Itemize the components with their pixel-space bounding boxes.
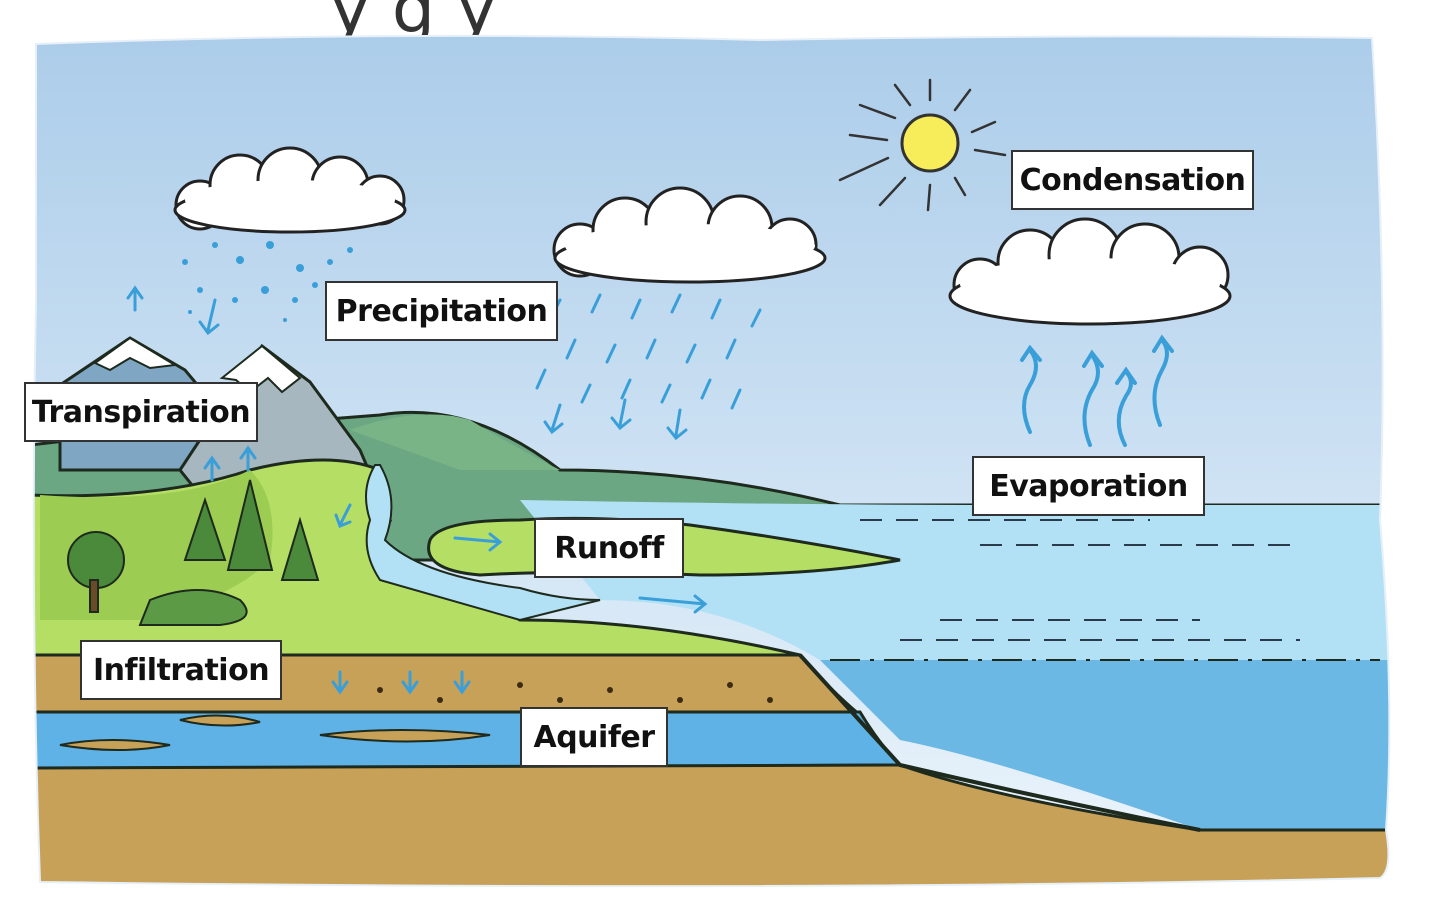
runoff-arrows [334,503,708,614]
trees [67,479,320,626]
label-transpiration: Transpiration [24,382,258,442]
river [365,464,601,622]
infiltration-arrows [331,670,471,695]
rain-arrows [198,298,688,441]
label-runoff: Runoff [534,518,684,578]
evaporation-arrows [1020,334,1174,447]
label-precipitation: Precipitation [325,281,558,341]
transpiration-arrows [126,285,257,482]
label-infiltration: Infiltration [80,640,282,700]
label-aquifer: Aquifer [520,707,668,767]
label-condensation: Condensation [1011,150,1254,210]
deep-sea [820,660,1390,830]
sun-icon [838,78,1007,212]
label-evaporation: Evaporation [972,456,1205,516]
snowflakes [182,241,353,322]
aquifer-layer [33,710,904,772]
